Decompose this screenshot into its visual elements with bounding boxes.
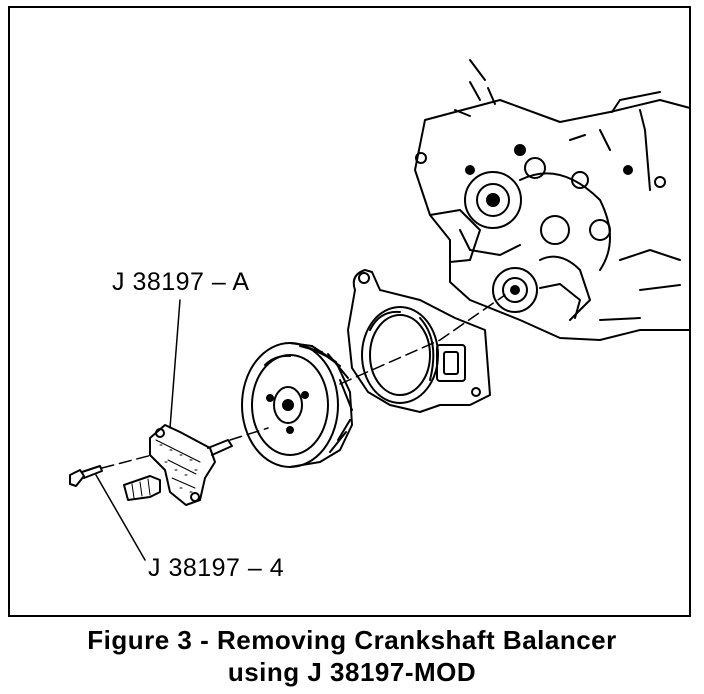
- caption-line-2: using J 38197-MOD: [227, 657, 477, 687]
- caption-line-1: Figure 3 - Removing Crankshaft Balancer: [87, 625, 617, 655]
- leader-line-tool-a: [169, 299, 181, 429]
- leader-line-tool-4: [95, 474, 146, 561]
- engine-block: [414, 59, 691, 341]
- assembly-centerline: [101, 294, 506, 469]
- crankshaft-balancer: [241, 342, 353, 468]
- callout-j38197-a: J 38197 – A: [112, 268, 250, 296]
- puller-tool: [69, 424, 233, 506]
- front-cover: [347, 269, 491, 413]
- callout-j38197-4: J 38197 – 4: [148, 554, 285, 582]
- figure-caption: Figure 3 - Removing Crankshaft Balancer …: [0, 624, 704, 688]
